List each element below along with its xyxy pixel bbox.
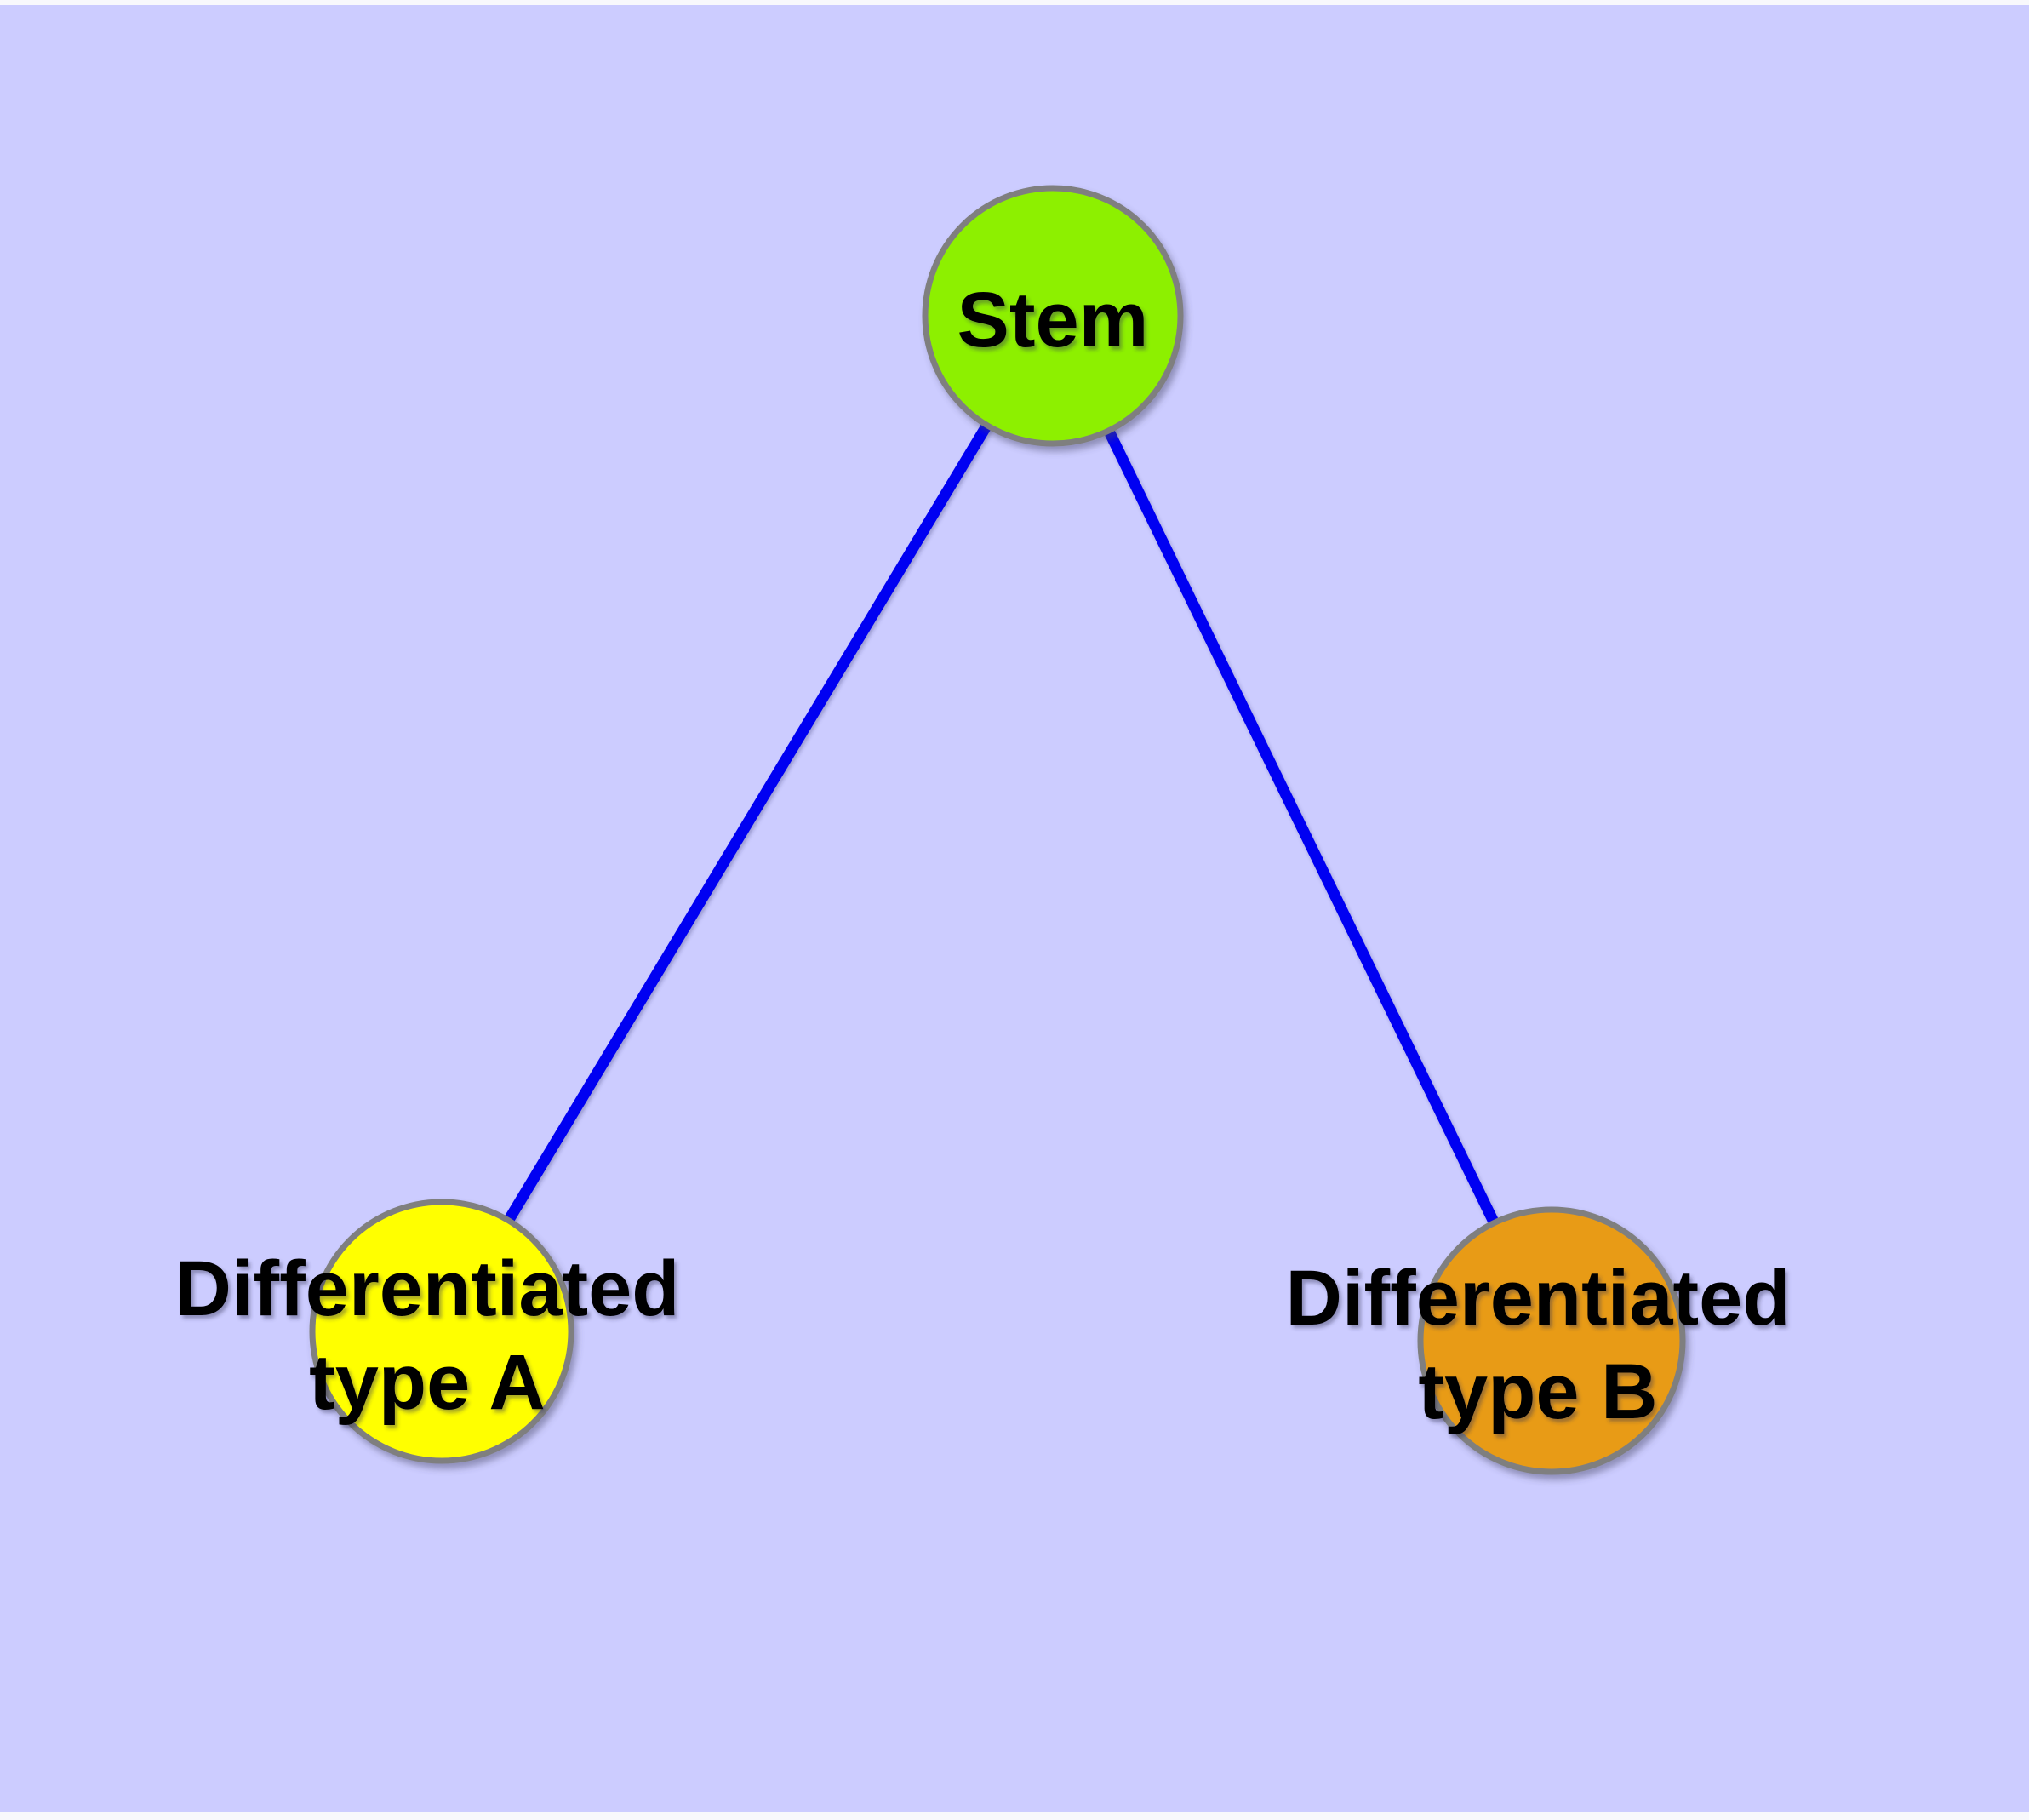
node-stem: Stem — [922, 185, 1184, 447]
edge-stem-to-diff-a — [437, 312, 1058, 1335]
edge-stem-to-diff-b — [1048, 313, 1557, 1343]
node-stem-label: Stem — [957, 277, 1149, 363]
node-diff-a-circle — [309, 1199, 574, 1464]
edges-layer — [437, 312, 1557, 1343]
node-stem-circle — [922, 185, 1184, 447]
node-diff-b-circle — [1417, 1206, 1686, 1475]
